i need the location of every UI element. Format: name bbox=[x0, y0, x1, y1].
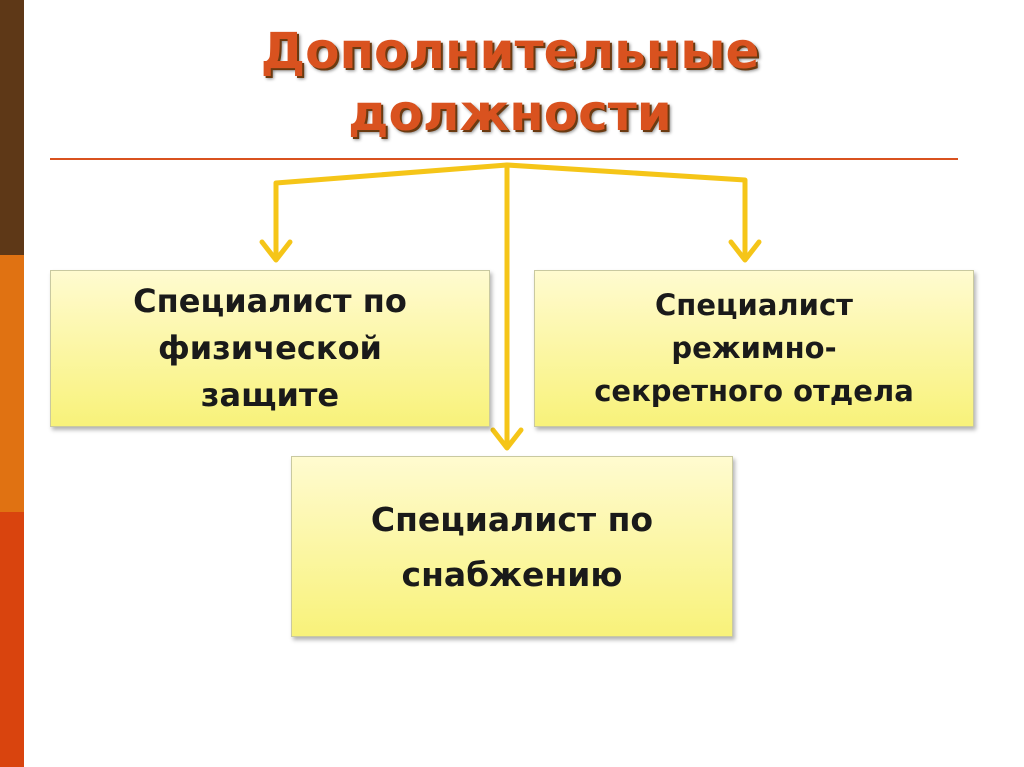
arrowhead-bottom-box bbox=[490, 427, 524, 451]
slide-title: Дополнительные должности bbox=[60, 20, 960, 144]
slide-title-line-2: должности bbox=[348, 84, 672, 142]
connector-to-left-box bbox=[273, 162, 510, 261]
position-box-supply: Специалист по снабжению bbox=[291, 456, 733, 637]
arrowhead-right-box bbox=[728, 239, 762, 263]
side-bar-segment-top bbox=[0, 0, 24, 255]
title-divider bbox=[50, 158, 958, 160]
arrowhead-left-box bbox=[259, 239, 293, 263]
slide-title-line-1: Дополнительные bbox=[260, 22, 760, 80]
position-box-physical-protection: Специалист по физической защите bbox=[50, 270, 490, 427]
side-bar-segment-middle bbox=[0, 255, 24, 512]
position-label-secret-department: Специалист режимно- секретного отдела bbox=[594, 288, 914, 408]
side-bar-segment-bottom bbox=[0, 512, 24, 767]
position-label-supply: Специалист по снабжению bbox=[370, 499, 654, 594]
position-box-secret-department: Специалист режимно- секретного отдела bbox=[534, 270, 974, 427]
connector-to-right-box bbox=[504, 162, 748, 261]
side-accent-bar bbox=[0, 0, 24, 767]
position-label-physical-protection: Специалист по физической защите bbox=[133, 282, 407, 414]
